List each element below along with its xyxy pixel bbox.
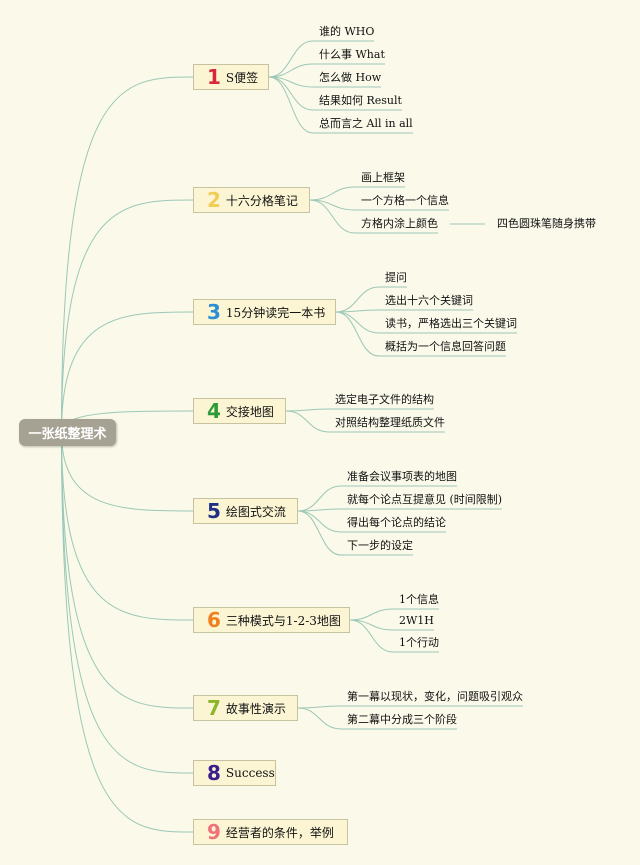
connector-branch-3-leaf-3 xyxy=(335,311,517,334)
branch-7[interactable]: 7 故事性演示 xyxy=(193,695,298,721)
branch-number-6: 6 xyxy=(207,608,221,632)
leaf-2-3[interactable]: 方格内涂上颜色 xyxy=(361,217,438,230)
branch-number-7: 7 xyxy=(207,696,221,720)
connector-branch-2-leaf-2 xyxy=(309,199,449,211)
branch-4[interactable]: 4 交接地图 xyxy=(193,398,286,424)
branch-1[interactable]: 1 S便签 xyxy=(193,64,269,90)
branch-label-9: 经营者的条件，举例 xyxy=(225,825,334,840)
leaf-3-3[interactable]: 读书，严格选出三个关键词 xyxy=(385,317,517,330)
leaf-7-1[interactable]: 第一幕以现状，变化，问题吸引观众 xyxy=(347,690,523,703)
connector-branch-4-leaf-1 xyxy=(285,408,434,412)
connector-branch-7-leaf-2 xyxy=(297,707,457,730)
connector-root-branch-7 xyxy=(61,432,194,709)
leaf-6-3[interactable]: 1个行动 xyxy=(399,636,439,649)
connector-branch-1-leaf-2 xyxy=(268,63,385,78)
branch-number-4: 4 xyxy=(207,399,221,423)
leaf-5-4[interactable]: 下一步的设定 xyxy=(347,539,413,552)
connector-root-branch-5 xyxy=(61,432,194,512)
connector-branch-5-leaf-1 xyxy=(297,485,457,512)
connector-branch-3-leaf-4 xyxy=(335,311,506,357)
connector-branch-6-leaf-3 xyxy=(349,619,439,653)
connector-branch-6-leaf-2 xyxy=(349,619,434,631)
connector-branch-1-leaf-5 xyxy=(268,76,413,134)
branch-number-3: 3 xyxy=(207,300,221,324)
branch-8[interactable]: 8 Success xyxy=(193,760,276,786)
leaf-5-3[interactable]: 得出每个论点的结论 xyxy=(347,516,446,529)
leaf-2-1[interactable]: 画上框架 xyxy=(361,171,405,184)
connector-branch-3-leaf-1 xyxy=(335,286,407,313)
branch-2[interactable]: 2 十六分格笔记 xyxy=(193,187,310,213)
branch-number-2: 2 xyxy=(207,188,221,212)
leaf-1-5[interactable]: 总而言之 All in all xyxy=(319,117,413,130)
leaf-1-4[interactable]: 结果如何 Result xyxy=(319,94,402,107)
leaf-3-1[interactable]: 提问 xyxy=(385,271,407,284)
leaf-7-2[interactable]: 第二幕中分成三个阶段 xyxy=(347,713,457,726)
leaf-2-3-1[interactable]: 四色圆珠笔随身携带 xyxy=(497,217,596,230)
branch-9[interactable]: 9 经营者的条件，举例 xyxy=(193,819,348,845)
leaf-3-2[interactable]: 选出十六个关键词 xyxy=(385,294,473,307)
leaf-5-1[interactable]: 准备会议事项表的地图 xyxy=(347,470,457,483)
connector-root-branch-6 xyxy=(61,432,194,621)
branch-3[interactable]: 3 15分钟读完一本书 xyxy=(193,299,336,325)
branch-number-1: 1 xyxy=(207,65,221,89)
branch-label-4: 交接地图 xyxy=(225,404,274,419)
branch-label-3: 15分钟读完一本书 xyxy=(225,305,326,320)
branch-6[interactable]: 6 三种模式与1-2-3地图 xyxy=(193,607,350,633)
branch-number-5: 5 xyxy=(207,499,221,523)
connector-root-branch-3 xyxy=(61,311,194,433)
connector-branch-2-leaf-1 xyxy=(309,186,405,201)
leaf-6-2[interactable]: 2W1H xyxy=(399,614,434,627)
branch-label-1: S便签 xyxy=(225,70,259,85)
leaf-1-3[interactable]: 怎么做 How xyxy=(319,71,382,84)
leaf-4-1[interactable]: 选定电子文件的结构 xyxy=(335,393,434,406)
leaf-2-2[interactable]: 一个方格一个信息 xyxy=(361,194,449,207)
leaf-1-2[interactable]: 什么事 What xyxy=(319,48,385,61)
branch-label-5: 绘图式交流 xyxy=(225,504,286,519)
branch-number-8: 8 xyxy=(207,761,221,785)
connector-branch-6-leaf-1 xyxy=(349,608,439,621)
connector-branch-1-leaf-3 xyxy=(268,76,381,88)
connector-branch-3-leaf-2 xyxy=(335,309,473,313)
connector-branch-5-leaf-4 xyxy=(297,510,413,556)
branch-label-6: 三种模式与1-2-3地图 xyxy=(225,613,341,628)
connector-branch-5-leaf-3 xyxy=(297,510,446,533)
leaf-6-1[interactable]: 1个信息 xyxy=(399,593,439,606)
leaf-4-2[interactable]: 对照结构整理纸质文件 xyxy=(335,416,445,429)
branch-label-2: 十六分格笔记 xyxy=(225,193,298,208)
leaf-5-2[interactable]: 就每个论点互提意见 (时间限制) xyxy=(347,493,503,506)
connector-root-branch-1 xyxy=(61,76,194,433)
leaf-3-4[interactable]: 概括为一个信息回答问题 xyxy=(385,340,506,353)
connector-root-branch-8 xyxy=(61,432,194,774)
connector-branch-2-leaf-3 xyxy=(309,199,438,234)
connector-root-branch-2 xyxy=(61,199,194,433)
connector-branch-5-leaf-2 xyxy=(297,508,502,512)
connector-root-branch-9 xyxy=(61,432,194,833)
connector-branch-1-leaf-1 xyxy=(268,40,374,78)
branch-number-9: 9 xyxy=(207,820,221,844)
branch-5[interactable]: 5 绘图式交流 xyxy=(193,498,298,524)
leaf-1-1[interactable]: 谁的 WHO xyxy=(319,25,375,38)
branch-label-8: Success xyxy=(225,766,275,780)
branch-label-7: 故事性演示 xyxy=(225,701,286,716)
connector-branch-4-leaf-2 xyxy=(285,410,445,433)
connector-branch-7-leaf-1 xyxy=(297,705,523,709)
root-node[interactable]: 一张纸整理术 xyxy=(19,419,116,446)
connector-branch-1-leaf-4 xyxy=(268,76,402,111)
